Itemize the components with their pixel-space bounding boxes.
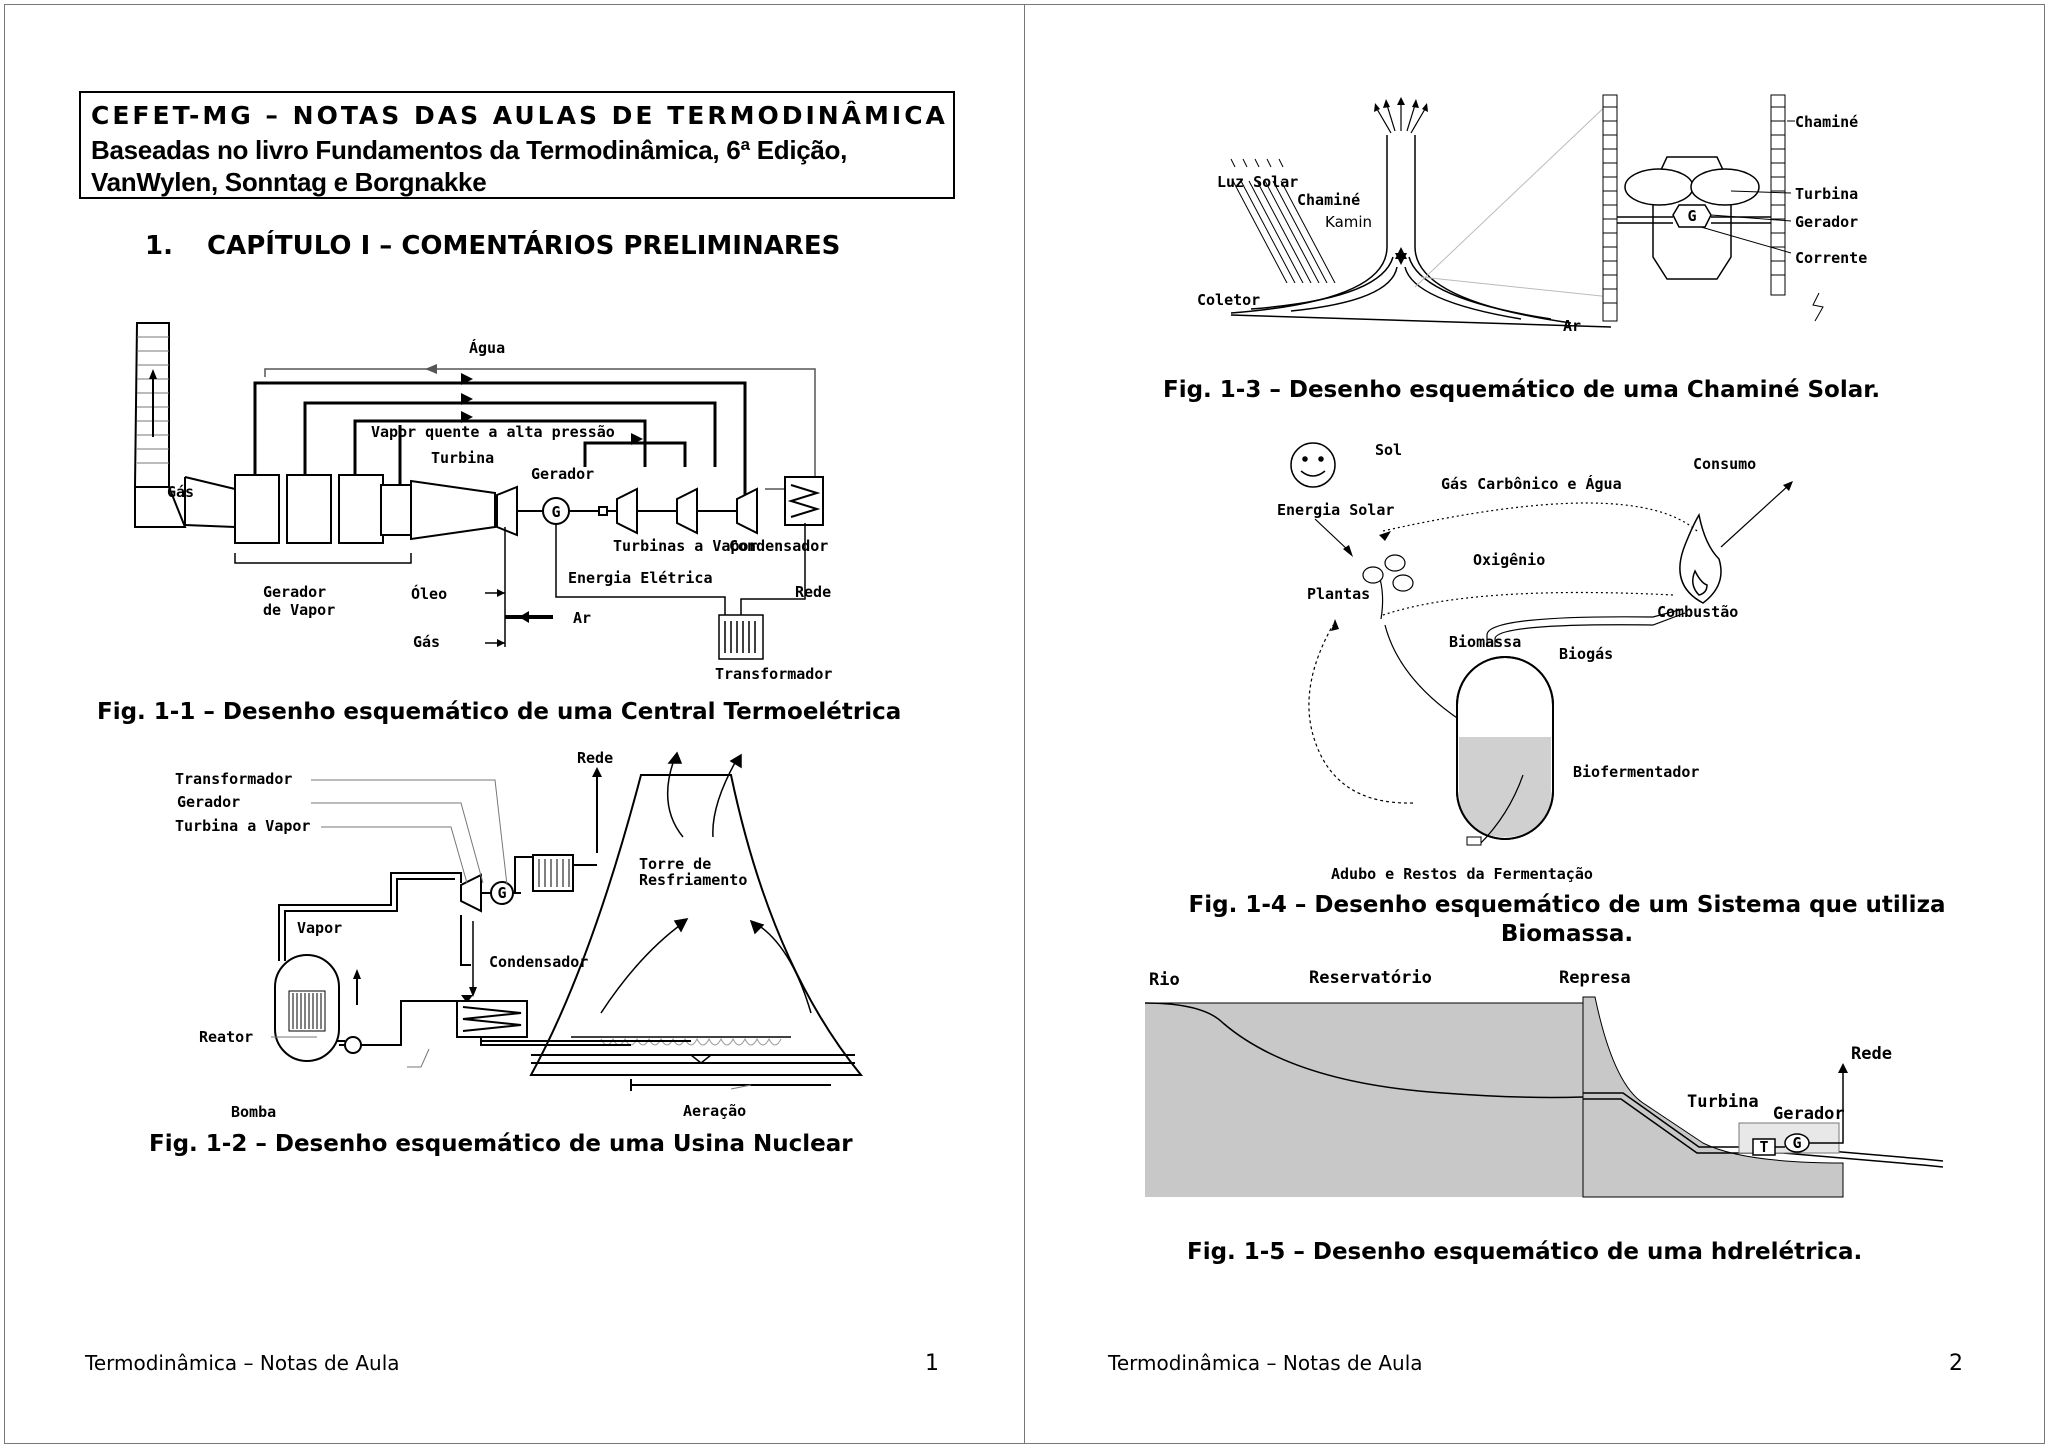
fig-1-4-caption: Fig. 1-4 – Desenho esquemático de um Sis… [1137,891,1997,949]
page-number: 1 [925,1351,939,1376]
fig5-label-reservatorio: Reservatório [1309,968,1432,988]
fig4-label-gas-carbonico: Gás Carbônico e Água [1441,474,1622,493]
fig2-label-turbina-vapor: Turbina a Vapor [175,817,310,835]
fig5-label-turbina: Turbina [1687,1092,1759,1112]
biofermenter [1456,656,1554,846]
fig2-label-bomba: Bomba [231,1103,276,1121]
fig2-label-transformador: Transformador [175,770,292,788]
solar-chimney [1230,135,1612,328]
fig2-label-torre-1: Torre de [639,855,711,873]
chimney-turbine [1617,156,1771,280]
fig1-label-oleo: Óleo [411,584,447,603]
fig5-label-gerador: Gerador [1773,1104,1845,1124]
fig1-label-turbina: Turbina [431,449,494,467]
footer-text: Termodinâmica – Notas de Aula [1108,1351,1423,1375]
fig1-label-gerador-vapor-2: de Vapor [263,601,335,619]
fig-1-5-caption: Fig. 1-5 – Desenho esquemático de uma hd… [1187,1239,1863,1265]
fig4-label-biomassa: Biomassa [1449,633,1521,651]
fig5-g-label: G [1792,1134,1801,1152]
fig1-label-ar: Ar [573,609,591,627]
fig4-label-biofermentador: Biofermentador [1573,763,1699,781]
fig3-label-corrente: Corrente [1795,249,1867,267]
header-title: CEFET-MG – NOTAS DAS AULAS DE TERMODINÂM… [91,101,948,130]
fig3-label-ar: Ar [1563,317,1581,335]
fig1-label-turbinas-vapor: Turbinas a Vapor [613,537,758,555]
turbine-generator [460,854,574,913]
fig3-label-kamin: Kamin [1325,213,1372,231]
fig3-g-label: G [1687,207,1696,225]
fig2-label-condensador: Condensador [489,953,588,971]
header-authors: VanWylen, Sonntag e Borgnakke [91,167,487,197]
fig4-label-adubo: Adubo e Restos da Fermentação [1331,865,1593,883]
fig4-label-plantas: Plantas [1307,585,1370,603]
fig4-label-energia-solar: Energia Solar [1277,501,1394,519]
steam-generator-units [184,474,496,544]
fig-1-4-biomass-diagram: Sol Gás Carbônico e Água Consumo Energia… [1277,441,1793,883]
fig-1-2-nuclear-plant-diagram: G Transformador Gerador Turbina a Vapor … [175,749,864,1121]
fig1-label-vapor-quente: Vapor quente a alta pressão [371,423,615,441]
fig-1-5-hydroelectric-diagram: T G Rio Reservatório Represa Rede Turbin… [1144,968,1944,1198]
fig-1-4-caption-line-1: Fig. 1-4 – Desenho esquemático de um Sis… [1188,892,1946,918]
flame-icon [1679,512,1722,604]
header-subtitle: Baseadas no livro Fundamentos da Termodi… [91,135,848,165]
fig1-label-agua: Água [469,338,505,357]
turbine-generator [496,476,824,537]
fig5-t-label: T [1759,1138,1768,1156]
fig2-label-gerador: Gerador [177,793,240,811]
fig3-label-gerador: Gerador [1795,213,1858,231]
fig3-label-coletor: Coletor [1197,291,1260,309]
fig5-label-rede: Rede [1851,1044,1892,1064]
fig2-label-reator: Reator [199,1028,253,1046]
fig1-label-gas-bottom: Gás [413,633,440,651]
fig1-g-label: G [551,503,560,521]
page-number: 2 [1949,1351,1963,1376]
page-2: G Luz Solar Chaminé Kamin Coletor Ar Cha… [1024,4,2045,1444]
powerhouse [1738,1063,1848,1156]
fig1-label-gerador: Gerador [531,465,594,483]
fig-1-4-caption-line-2: Biomassa. [1500,921,1634,947]
fig4-label-oxigenio: Oxigênio [1473,551,1545,569]
fig4-label-combustao: Combustão [1657,603,1738,621]
fig2-label-vapor: Vapor [297,919,342,937]
fig4-label-biogas: Biogás [1559,645,1613,663]
page-1: CEFET-MG – NOTAS DAS AULAS DE TERMODINÂM… [4,4,1025,1444]
chimney [133,322,187,528]
fig3-label-turbina: Turbina [1795,185,1858,203]
fig-1-3-caption: Fig. 1-3 – Desenho esquemático de uma Ch… [1163,377,1881,403]
chapter-heading: 1. CAPÍTULO I – COMENTÁRIOS PRELIMINARES [145,231,840,261]
fig1-label-energia: Energia Elétrica [568,569,713,587]
fig1-label-transformador: Transformador [715,665,832,683]
transformer [718,523,806,660]
sun-icon [1290,442,1336,488]
fig1-label-rede: Rede [795,583,831,601]
fig4-label-sol: Sol [1375,441,1402,459]
fig-1-2-caption: Fig. 1-2 – Desenho esquemático de uma Us… [149,1131,853,1157]
chapter-number: 1. [145,231,173,261]
fig3-label-chamine-right: Chaminé [1795,113,1858,131]
fig2-label-torre-2: Resfriamento [639,871,747,889]
fig-1-1-thermoelectric-diagram: G Água Vapor quente a alta pressão Turbi… [133,322,832,683]
reactor [274,954,340,1062]
fig1-label-condensador: Condensador [729,537,828,555]
chapter-title: CAPÍTULO I – COMENTÁRIOS PRELIMINARES [207,231,841,261]
fig1-label-gerador-vapor-1: Gerador [263,583,326,601]
fig-1-1-caption: Fig. 1-1 – Desenho esquemático de uma Ce… [97,699,902,725]
header-box: CEFET-MG – NOTAS DAS AULAS DE TERMODINÂM… [79,91,955,199]
fig2-g-label: G [497,884,506,902]
fig5-label-rio: Rio [1149,970,1180,990]
footer-text: Termodinâmica – Notas de Aula [85,1351,400,1375]
fig3-label-luz-solar: Luz Solar [1217,173,1298,191]
plants-icon [1362,554,1414,620]
fig3-label-chamine: Chaminé [1297,191,1360,209]
fig4-label-consumo: Consumo [1693,455,1756,473]
chimney-walls [1602,94,1786,322]
condenser [456,1000,528,1038]
fig5-label-represa: Represa [1559,968,1631,988]
fig-1-3-solar-chimney-diagram: G Luz Solar Chaminé Kamin Coletor Ar Cha… [1197,94,1867,335]
fig2-label-aeracao: Aeração [683,1102,746,1120]
fig1-label-gas-top: Gás [167,483,194,501]
fig2-label-rede: Rede [577,749,613,767]
